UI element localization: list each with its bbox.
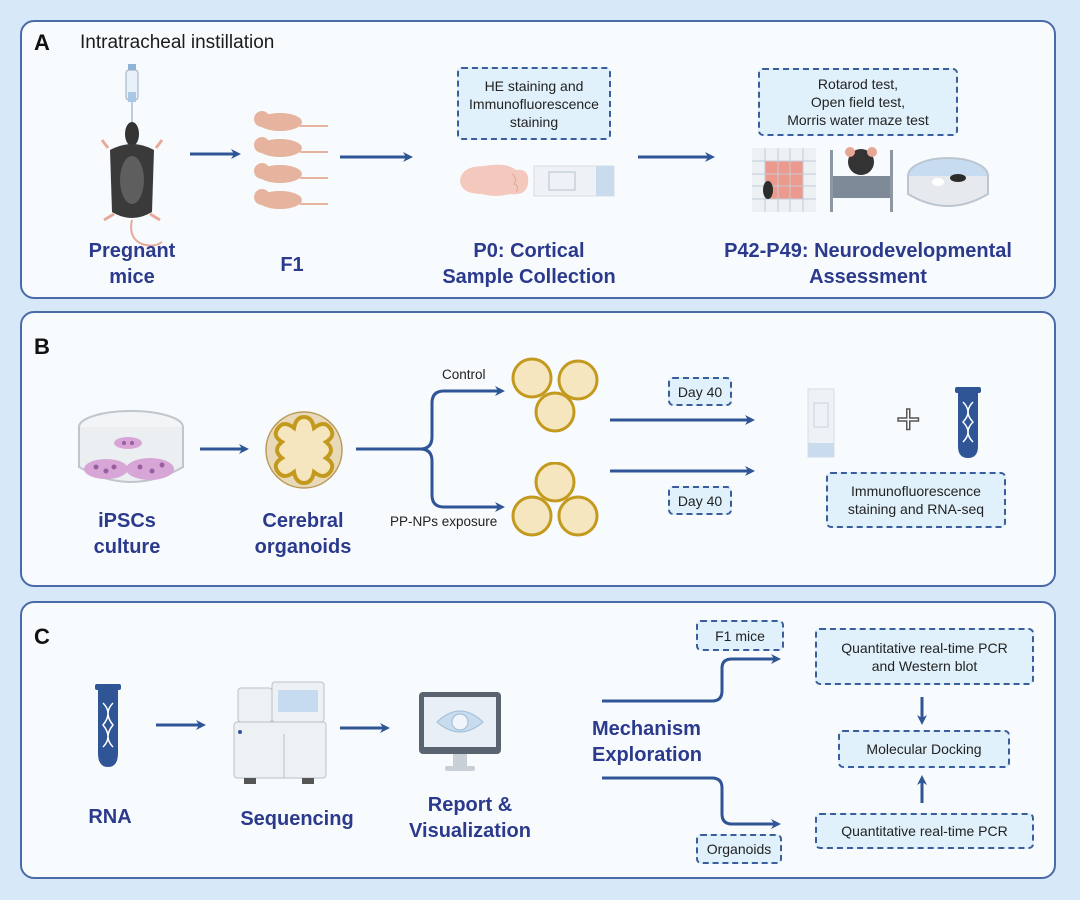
panel-a-title: Intratracheal instillation	[80, 32, 275, 53]
dna-tube-icon-b	[955, 387, 981, 458]
panel-c-letter: C	[34, 624, 50, 649]
step-label-sequencing: Sequencing	[240, 808, 354, 830]
molecular-docking-box: Molecular Docking	[838, 730, 1010, 768]
slide-icon	[807, 388, 835, 458]
panel-a-letter: A	[34, 30, 50, 55]
water-maze-icon	[907, 157, 989, 207]
organoid-icon	[265, 411, 343, 489]
day40-tag-control: Day 40	[668, 377, 732, 406]
panel-b	[20, 311, 1056, 587]
open-field-icon	[752, 148, 816, 212]
behavior-tests-box: Rotarod test,Open field test,Morris wate…	[758, 68, 958, 136]
branch-label-control: Control	[442, 367, 486, 382]
day40-tag-exposure: Day 40	[668, 486, 732, 515]
qpcr-box: Quantitative real-time PCR	[815, 813, 1034, 849]
plus-icon: +	[895, 395, 921, 442]
step-label-f1: F1	[280, 254, 304, 276]
organoids-tag: Organoids	[696, 834, 782, 864]
petri-dish-icon	[78, 410, 184, 483]
brain-slide-icon	[460, 164, 615, 197]
monitor-eye-icon	[419, 692, 501, 771]
behavior-tests-icon	[752, 147, 989, 212]
f1-mice-tag: F1 mice	[696, 620, 784, 651]
branch-label-exposure: PP-NPs exposure	[390, 514, 498, 529]
panel-b-letter: B	[34, 334, 50, 359]
step-label-report: Report &Visualization	[409, 794, 531, 842]
pups-icon	[254, 111, 328, 209]
organoid-cluster-control-icon	[511, 357, 599, 433]
sequencer-icon	[233, 681, 327, 784]
step-label-rna: RNA	[88, 806, 132, 828]
pregnant-mouse-pipette-icon	[100, 64, 164, 247]
panel-a	[20, 20, 1056, 299]
rotarod-icon	[830, 147, 893, 212]
dna-tube-icon	[95, 684, 121, 767]
organoid-cluster-exposure-icon	[511, 462, 599, 537]
